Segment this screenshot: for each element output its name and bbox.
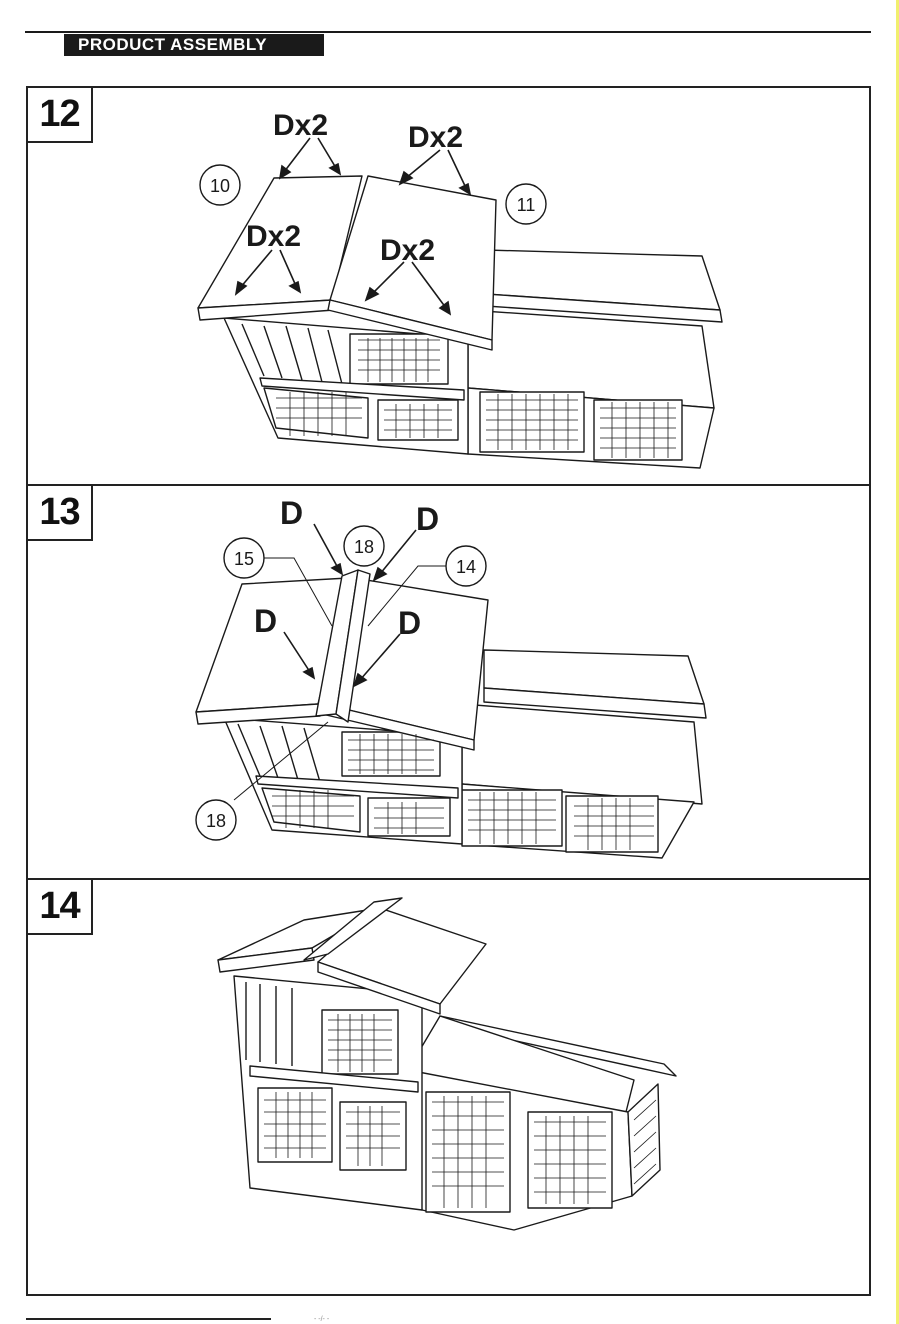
section-title: PRODUCT ASSEMBLY <box>64 34 324 56</box>
header-rule <box>25 31 871 33</box>
callout-d: D <box>416 501 439 537</box>
footer-mark: - -/- - <box>314 1316 329 1323</box>
step-14-panel: 14 <box>28 878 869 1296</box>
assembly-steps-frame: 12 <box>26 86 871 1296</box>
step-12-panel: 12 <box>28 88 869 484</box>
part-number-10: 10 <box>210 176 230 196</box>
part-number-14: 14 <box>456 557 476 577</box>
step-14-illustration <box>28 880 869 1294</box>
step-13-illustration: D D D D 18 15 14 18 <box>28 486 869 878</box>
callout-d: D <box>398 605 421 641</box>
part-number-18: 18 <box>354 537 374 557</box>
callout-d: D <box>280 495 303 531</box>
part-number-15: 15 <box>234 549 254 569</box>
callout-dx2: Dx2 <box>246 220 301 253</box>
part-number-18: 18 <box>206 811 226 831</box>
callout-d: D <box>254 603 277 639</box>
footer-rule <box>26 1318 271 1320</box>
callout-dx2: Dx2 <box>273 109 328 142</box>
part-number-11: 11 <box>517 195 536 215</box>
step-13-panel: 13 <box>28 484 869 880</box>
callout-dx2: Dx2 <box>408 121 463 154</box>
callout-dx2: Dx2 <box>380 234 435 267</box>
step-12-illustration: Dx2 Dx2 Dx2 Dx2 10 11 <box>28 88 869 484</box>
